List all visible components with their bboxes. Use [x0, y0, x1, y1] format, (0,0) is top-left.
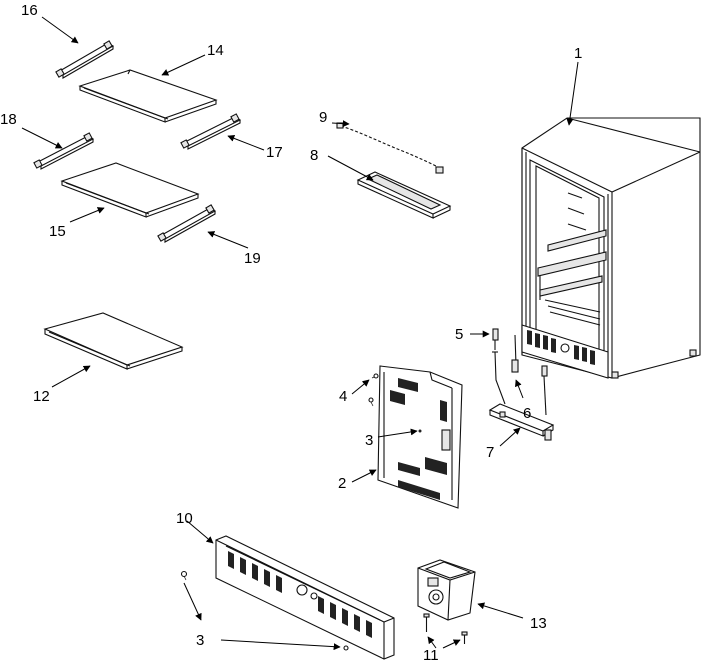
callout-9: 9	[319, 109, 327, 126]
callout-12: 12	[33, 388, 50, 405]
part-11-screw-left	[423, 613, 430, 632]
part-13-drain-pan	[417, 559, 476, 621]
part-3-screw-top	[368, 397, 374, 407]
callout-8: 8	[310, 147, 318, 164]
part-19-shelf-rail	[157, 204, 217, 243]
part-1-cabinet	[521, 117, 701, 379]
callout-2: 2	[338, 475, 346, 492]
part-11-screw-right	[461, 631, 468, 644]
part-6-hinge-pin	[511, 334, 548, 416]
callout-15: 15	[49, 223, 66, 240]
part-10-toe-grille	[215, 535, 395, 660]
callout-10: 10	[176, 510, 193, 527]
part-15-glass-shelf	[60, 162, 200, 218]
part-3-screw-bottom	[343, 645, 349, 651]
callout-1: 1	[574, 45, 582, 62]
part-7-hinge-bracket	[488, 403, 555, 441]
callout-3-grille: 3	[196, 632, 204, 649]
callout-17: 17	[266, 144, 283, 161]
part-18-shelf-rail	[33, 132, 95, 170]
callout-labels: 16 14 17 18 15 19 12 9 8 1 5 6 7 4 3 2 1…	[0, 2, 582, 663]
callout-13: 13	[530, 615, 547, 632]
part-16-shelf-rail	[55, 40, 115, 79]
callout-19: 19	[244, 250, 261, 267]
part-3-screw-left	[180, 570, 188, 581]
callout-4: 4	[339, 388, 347, 405]
part-12-glass-shelf	[43, 312, 184, 370]
callout-5: 5	[455, 326, 463, 343]
callout-11: 11	[423, 647, 439, 663]
part-5-door-pin	[492, 328, 506, 405]
callout-14: 14	[207, 42, 224, 59]
callout-18: 18	[0, 111, 17, 128]
part-2-rear-panel	[377, 365, 463, 509]
part-4-screw	[371, 373, 379, 379]
callout-3-panel: 3	[365, 432, 373, 449]
part-14-glass-shelf	[78, 69, 218, 123]
callout-7: 7	[486, 444, 494, 461]
callout-6: 6	[523, 405, 531, 422]
part-8-light-housing	[356, 171, 452, 219]
callout-16: 16	[21, 2, 38, 19]
part-9-wire-harness	[336, 122, 444, 174]
part-17-shelf-rail	[180, 113, 242, 150]
leader-arrows	[21, 16, 579, 651]
